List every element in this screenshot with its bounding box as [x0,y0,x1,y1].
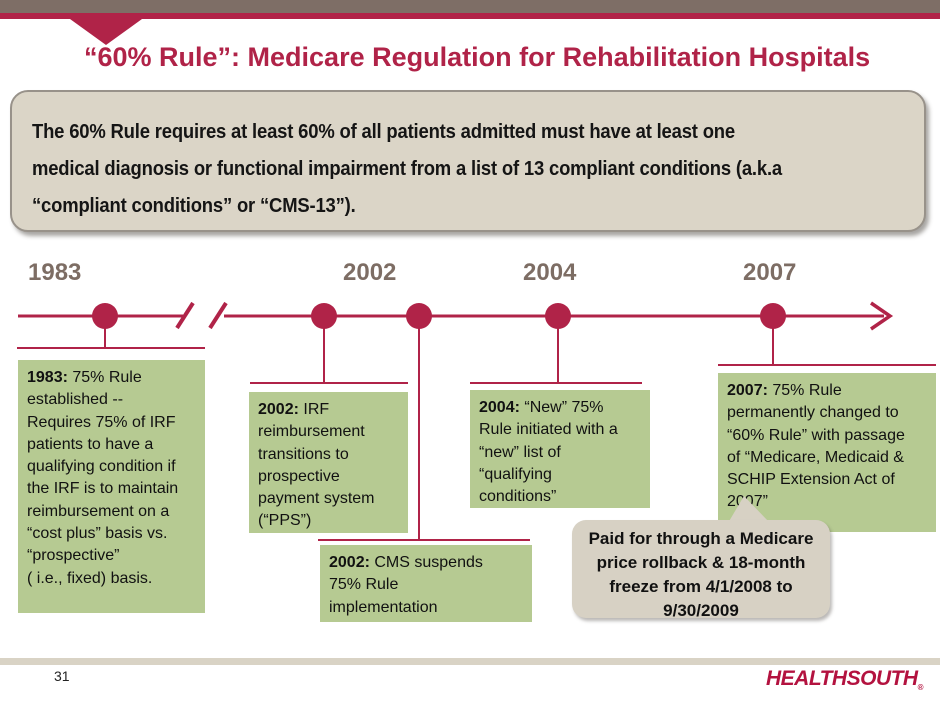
header-triangle-accent [70,19,142,45]
callout-pointer [728,496,770,523]
event-body: “New” 75% Rule initiated with a “new” li… [479,399,618,506]
slide-title: “60% Rule”: Medicare Regulation for Reha… [84,42,871,72]
arrow-head-icon [870,301,894,331]
event-box-2007: 2007: 75% Rule permanently changed to “6… [718,373,936,532]
healthsouth-logo: HEALTHSOUTH® [766,667,924,692]
event-year: 2007: [727,382,768,399]
timeline-axis [18,301,894,331]
event-body: IRF reimbursement transitions to prospec… [258,401,375,530]
timeline-dots [92,303,786,329]
event-box-2002-cms: 2002: CMS suspends 75% Rule implementati… [320,545,532,622]
footer-divider [0,658,940,665]
event-box-2002-pps: 2002: IRF reimbursement transitions to p… [249,392,408,533]
header-brown-bar [0,0,940,13]
page-number: 31 [54,668,70,684]
event-year: 2002: [258,401,299,418]
event-box-2004: 2004: “New” 75% Rule initiated with a “n… [470,390,650,508]
header-red-bar [0,13,940,19]
year-label-2004: 2004 [523,259,577,286]
event-year: 2004: [479,399,520,416]
funding-callout: Paid for through a Medicare price rollba… [572,520,830,620]
year-label-2007: 2007 [743,259,797,286]
event-year: 2002: [329,554,370,571]
event-body: CMS suspends 75% Rule implementation [329,554,483,616]
logo-text: HEALTHSOUTH [766,667,918,690]
event-body: 75% Rule permanently changed to “60% Rul… [727,382,905,511]
intro-summary-text: The 60% Rule requires at least 60% of al… [32,120,782,217]
year-label-1983: 1983 [28,259,82,286]
event-body: 75% Rule established -- Requires 75% of … [27,369,179,587]
event-box-1983: 1983: 75% Rule established -- Requires 7… [18,360,205,613]
intro-summary-box: The 60% Rule requires at least 60% of al… [10,90,926,232]
event-year: 1983: [27,369,68,386]
year-label-2002: 2002 [343,259,397,286]
registered-mark-icon: ® [917,683,924,693]
